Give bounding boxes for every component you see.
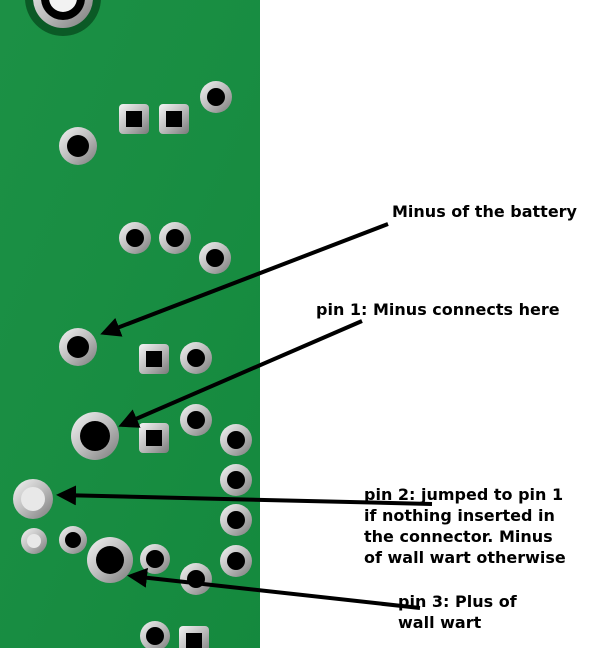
round-pad: [180, 404, 212, 436]
round-pad: [59, 328, 97, 366]
annotation-arrows: [56, 222, 433, 610]
arrow-pin2: [56, 485, 433, 506]
round-pad: [159, 222, 191, 254]
round-pad: [71, 412, 119, 460]
round-pad: [220, 424, 252, 456]
label-pin1: pin 1: Minus connects here: [316, 300, 560, 319]
mounting-hole: [25, 0, 101, 36]
square-pad: [139, 423, 169, 453]
label-pin3: pin 3: Plus of wall wart: [398, 592, 517, 632]
round-pad: [13, 479, 53, 519]
round-pad: [140, 621, 170, 651]
round-pad: [119, 222, 151, 254]
arrow-battery-minus: [100, 222, 389, 337]
solder-pads: [13, 81, 252, 652]
square-pad: [139, 344, 169, 374]
round-pad: [220, 545, 252, 577]
label-pin2: pin 2: jumped to pin 1 if nothing insert…: [364, 485, 566, 567]
round-pad: [59, 127, 97, 165]
round-pad: [59, 526, 87, 554]
round-pad: [180, 342, 212, 374]
square-pad: [119, 104, 149, 134]
round-pad: [200, 81, 232, 113]
square-pad: [159, 104, 189, 134]
round-pad: [220, 464, 252, 496]
arrow-pin1: [118, 319, 363, 428]
square-pad: [179, 626, 209, 652]
round-pad: [180, 563, 212, 595]
round-pad: [87, 537, 133, 583]
round-pad: [140, 544, 170, 574]
arrow-pin3: [127, 567, 421, 610]
round-pad: [199, 242, 231, 274]
label-battery-minus: Minus of the battery: [392, 202, 577, 221]
round-pad: [220, 504, 252, 536]
round-pad: [21, 528, 47, 554]
